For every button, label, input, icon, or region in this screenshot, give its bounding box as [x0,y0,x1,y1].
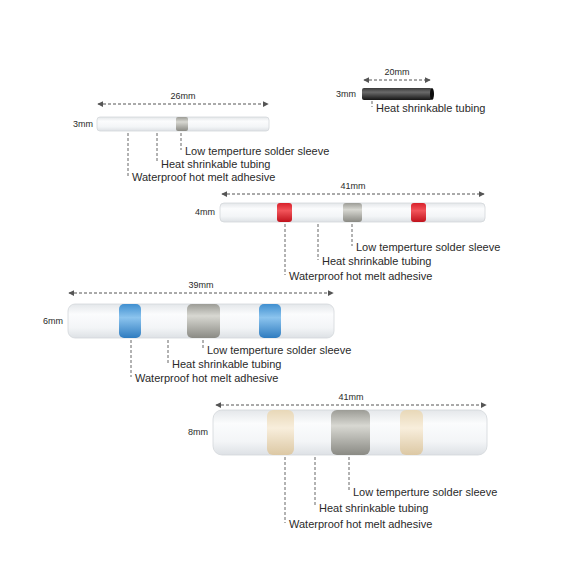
diameter-label: 4mm [195,207,215,217]
part-name-label: Heat shrinkable tubing [172,358,281,371]
part-name-label: Heat shrinkable tubing [319,502,428,515]
part-name-label: Low temperture solder sleeve [185,145,329,158]
part-name-label: Low temperture solder sleeve [353,486,497,499]
part-name-label: Heat shrinkable tubing [376,102,485,115]
solder-tube-4mm [220,203,485,222]
dimension-label: 41mm [338,392,363,402]
solder-tube-8mm [213,410,487,455]
solder-tube-6mm [68,304,334,338]
solder-tube-3mm [97,117,269,131]
diameter-label: 8mm [188,427,208,437]
part-name-label: Waterproof hot melt adhesive [132,171,275,184]
part-name-label: Waterproof hot melt adhesive [289,518,432,531]
part-name-label: Low temperture solder sleeve [207,344,351,357]
part-name-label: Heat shrinkable tubing [161,158,270,171]
black-tube [362,88,434,100]
dimension-label: 41mm [340,181,365,191]
dimension-label: 39mm [188,280,213,290]
diameter-label: 6mm [43,316,63,326]
diameter-label: 3mm [336,89,356,99]
leader-lines [128,101,372,523]
dimension-label: 26mm [170,91,195,101]
part-name-label: Waterproof hot melt adhesive [289,270,432,283]
part-name-label: Low temperture solder sleeve [356,241,500,254]
dimension-label: 20mm [384,67,409,77]
part-name-label: Heat shrinkable tubing [322,255,431,268]
part-name-label: Waterproof hot melt adhesive [135,372,278,385]
diameter-label: 3mm [73,119,93,129]
